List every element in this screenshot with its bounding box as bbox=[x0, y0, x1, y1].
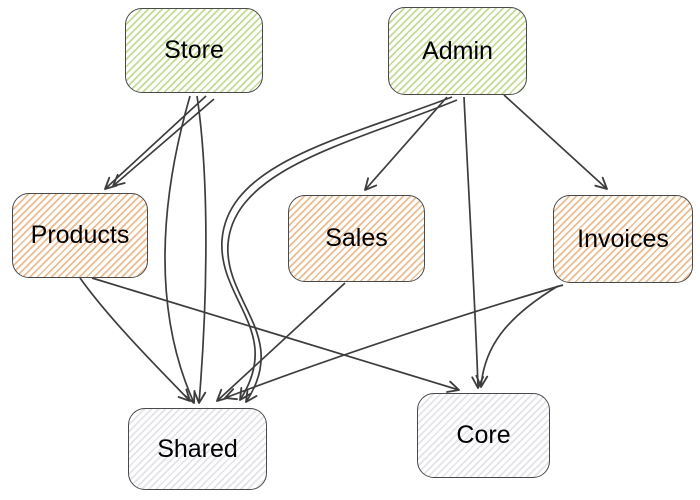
node-shared: Shared bbox=[128, 408, 267, 490]
node-products: Products bbox=[12, 193, 148, 278]
node-admin-label: Admin bbox=[422, 36, 493, 65]
edge-admin-sales bbox=[364, 96, 448, 191]
edge-products-shared bbox=[79, 277, 191, 402]
node-sales: Sales bbox=[288, 195, 425, 282]
edge-store-products bbox=[112, 98, 215, 187]
edge-invoices-core bbox=[475, 285, 559, 388]
node-admin: Admin bbox=[388, 7, 527, 95]
edge-sales-shared bbox=[216, 282, 346, 402]
node-shared-label: Shared bbox=[157, 434, 238, 463]
edge-store-shared bbox=[164, 95, 196, 404]
edge-store-shared bbox=[193, 95, 207, 404]
edge-products-core bbox=[91, 277, 460, 393]
edge-store-products bbox=[104, 95, 207, 190]
node-store: Store bbox=[125, 8, 263, 93]
node-core-label: Core bbox=[456, 421, 511, 449]
node-invoices: Invoices bbox=[553, 195, 693, 283]
edge-admin-invoices bbox=[503, 94, 608, 190]
edge-admin-core bbox=[463, 96, 485, 389]
node-store-label: Store bbox=[164, 36, 224, 64]
node-invoices-label: Invoices bbox=[577, 224, 669, 253]
node-core: Core bbox=[417, 393, 550, 478]
edge-admin-shared bbox=[221, 96, 453, 401]
edge-admin-shared bbox=[227, 99, 458, 403]
edge-invoices-shared bbox=[224, 284, 564, 401]
node-products-label: Products bbox=[30, 221, 130, 249]
node-sales-label: Sales bbox=[325, 224, 388, 252]
